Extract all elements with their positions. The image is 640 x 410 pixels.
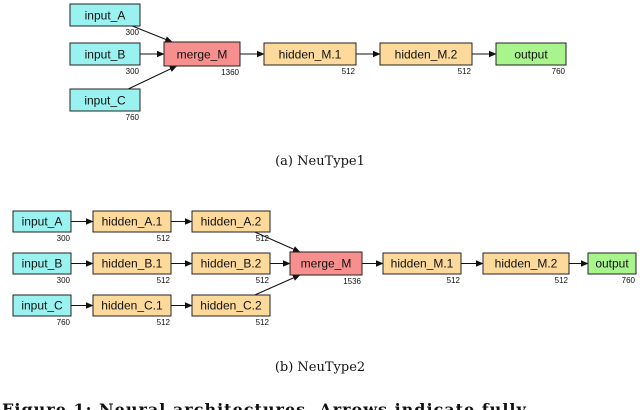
node-dimension: 512 [157,318,171,327]
node-hidden-a-2: hidden_A.2 512 [191,210,271,243]
node-label: input_B [85,47,126,61]
diagram-neutype2: input_A 300 input_B 300 input_C 760 hidden_A.1… [12,210,637,327]
node-box [12,210,72,233]
node-dimension: 512 [555,276,569,285]
edge-in_a-to-merge [132,25,173,43]
node-label: hidden_C.1 [101,298,163,312]
node-box [191,252,271,275]
caption-neutype2: (b) NeuType2 [275,360,365,375]
node-label: input_B [22,256,63,270]
edge-in_c-to-merge [127,65,178,90]
node-box [69,42,141,66]
node-dimension: 760 [622,276,636,285]
node-dimension: 760 [126,113,140,122]
node-hidden-b-1: hidden_B.1 512 [92,252,172,285]
node-input-b: input_B 300 [12,252,72,285]
node-dimension: 1360 [221,68,239,77]
node-input-c: input_C 760 [12,294,72,327]
node-label: hidden_A.2 [201,214,262,228]
node-label: hidden_B.2 [201,256,262,270]
node-label: output [595,256,629,270]
node-dimension: 512 [256,276,270,285]
node-label: hidden_M.1 [279,47,342,61]
node-box [92,252,172,275]
node-label: input_C [84,93,126,107]
node-dimension: 512 [256,318,270,327]
node-label: hidden_A.1 [102,214,163,228]
node-dimension: 300 [57,234,71,243]
node-box [263,42,357,66]
node-label: hidden_M.2 [395,47,458,61]
node-dimension: 512 [157,276,171,285]
node-dimension: 512 [157,234,171,243]
node-hidden-b-2: hidden_B.2 512 [191,252,271,285]
node-dimension: 300 [126,67,140,76]
node-hidden-c-1: hidden_C.1 512 [92,294,172,327]
caption-neutype1: (a) NeuType1 [275,154,365,169]
node-label: hidden_M.2 [495,256,558,270]
node-output: output 760 [587,252,637,285]
node-label: hidden_C.2 [200,298,262,312]
node-box [69,88,141,112]
node-hidden-c-2: hidden_C.2 512 [191,294,271,327]
node-hidden-m-1: hidden_M.1 512 [382,252,462,285]
node-output: output 760 [495,42,567,76]
node-box [289,251,363,276]
node-label: merge_M [301,256,352,270]
node-box [191,294,271,317]
node-box [587,252,637,275]
node-dimension: 512 [342,67,356,76]
node-label: output [514,47,548,61]
node-box [163,41,241,67]
node-hidden-m-2: hidden_M.2 512 [482,252,570,285]
node-dimension: 512 [256,234,270,243]
node-box [92,294,172,317]
figure-caption: Figure 1: Neural architectures. Arrows i… [2,400,527,410]
node-label: input_C [21,298,63,312]
node-box [69,3,141,27]
node-label: input_A [85,8,126,22]
node-dimension: 512 [458,67,472,76]
node-dimension: 300 [57,276,71,285]
node-box [191,210,271,233]
node-dimension: 300 [126,28,140,37]
node-box [482,252,570,275]
node-label: hidden_B.1 [102,256,163,270]
node-dimension: 512 [447,276,461,285]
node-dimension: 760 [57,318,71,327]
node-box [92,210,172,233]
node-merge-m: merge_M 1536 [289,251,363,286]
node-box [12,294,72,317]
node-dimension: 1536 [343,277,361,286]
node-hidden-a-1: hidden_A.1 512 [92,210,172,243]
node-input-a: input_A 300 [12,210,72,243]
edge-ha2-to-merge [254,231,301,253]
node-label: merge_M [177,47,228,61]
edge-hc2-to-merge [254,274,301,296]
node-box [12,252,72,275]
node-box [382,252,462,275]
node-label: hidden_M.1 [391,256,454,270]
node-box [495,42,567,66]
node-box [379,42,473,66]
node-label: input_A [22,214,63,228]
node-dimension: 760 [552,67,566,76]
node-merge-m: merge_M 1360 [163,41,241,77]
diagram-neutype1: input_A300input_B300input_C760merge_M136… [69,3,567,122]
